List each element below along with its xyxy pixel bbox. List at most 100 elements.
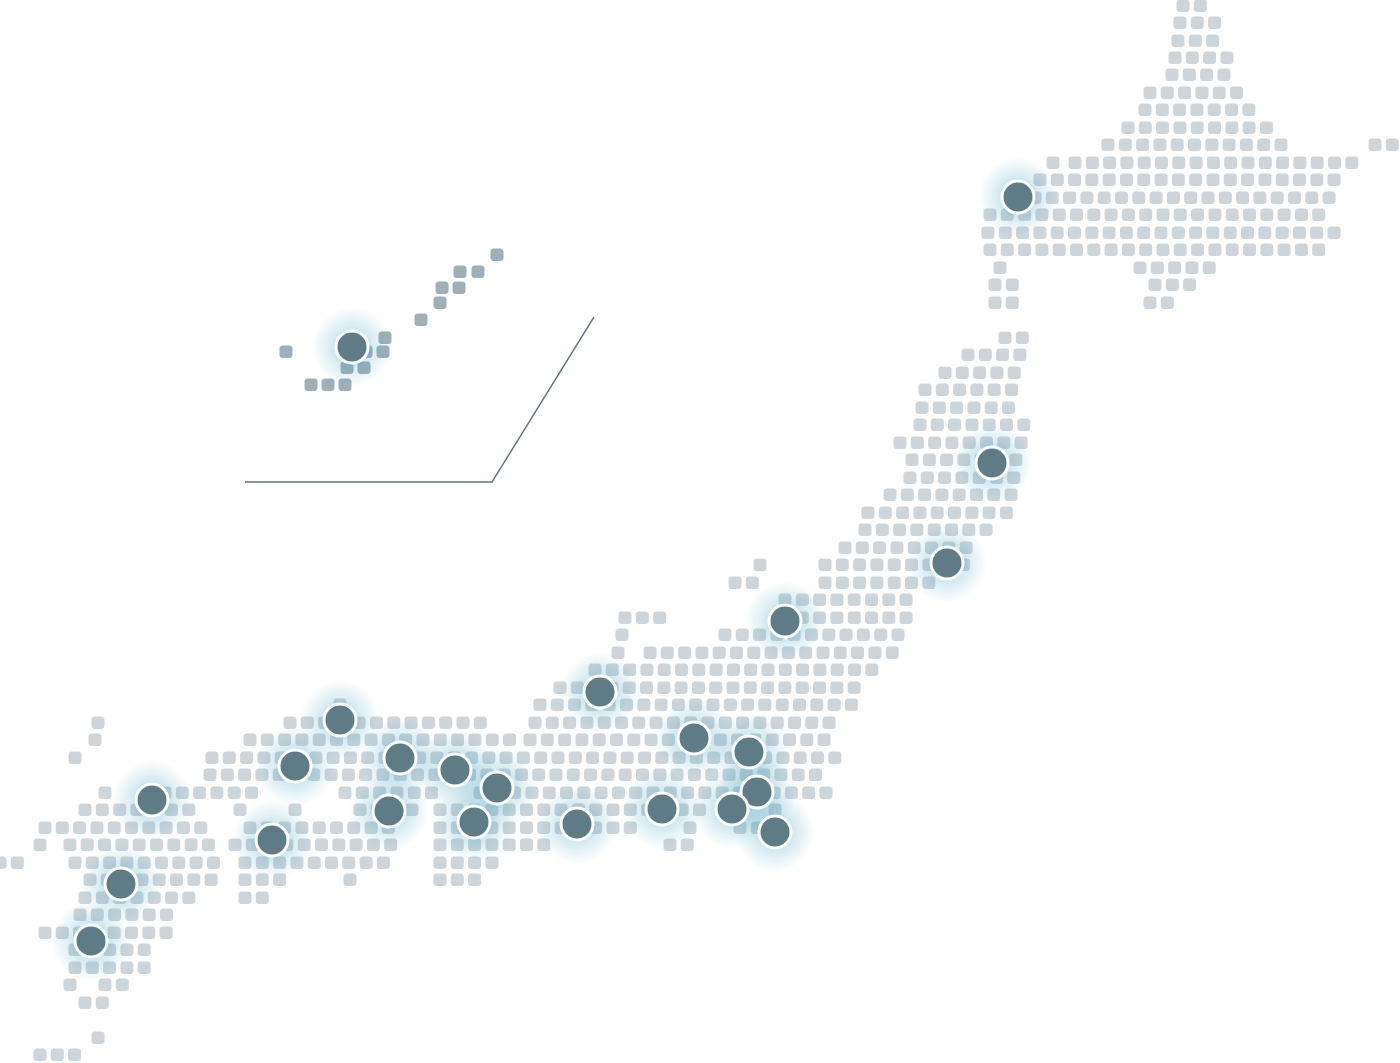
- map-dot: [485, 856, 499, 869]
- location-marker[interactable]: [767, 603, 803, 639]
- map-dot: [695, 646, 709, 659]
- map-dot: [1143, 296, 1157, 309]
- map-dot: [414, 313, 428, 326]
- map-dot: [899, 611, 913, 624]
- map-dot: [193, 786, 207, 799]
- map-dot: [918, 383, 932, 396]
- map-dot: [315, 838, 328, 851]
- map-dot: [955, 366, 969, 379]
- map-dot: [1305, 191, 1319, 204]
- map-dot: [1220, 51, 1234, 64]
- map-dot: [903, 471, 917, 484]
- map-dot: [1154, 173, 1168, 186]
- location-marker[interactable]: [582, 674, 618, 710]
- map-dot: [793, 698, 806, 711]
- location-marker[interactable]: [714, 791, 750, 827]
- map-dot: [1207, 103, 1221, 116]
- map-dot: [1327, 173, 1341, 186]
- map-dot: [452, 281, 466, 294]
- map-dot: [896, 506, 910, 519]
- map-dot: [847, 681, 861, 694]
- map-dot: [1070, 208, 1083, 221]
- location-marker[interactable]: [1000, 179, 1036, 215]
- map-dot: [640, 663, 654, 676]
- location-marker[interactable]: [974, 445, 1010, 481]
- location-marker[interactable]: [371, 793, 407, 829]
- location-marker[interactable]: [382, 740, 418, 776]
- map-dot: [809, 768, 822, 781]
- location-marker[interactable]: [479, 770, 515, 806]
- map-dot: [1165, 68, 1179, 81]
- location-marker[interactable]: [731, 734, 767, 770]
- map-dot: [1178, 86, 1192, 99]
- map-dot: [1160, 296, 1174, 309]
- location-marker[interactable]: [456, 804, 492, 840]
- map-dot: [747, 646, 761, 659]
- map-dot: [887, 558, 901, 571]
- map-dot: [802, 786, 816, 799]
- map-dot: [1258, 173, 1272, 186]
- map-dot: [1085, 156, 1099, 169]
- map-dot: [159, 926, 173, 939]
- location-marker[interactable]: [73, 923, 109, 959]
- map-dot: [1120, 156, 1134, 169]
- map-dot: [1132, 191, 1146, 204]
- map-dot: [874, 628, 888, 641]
- map-dot: [830, 611, 844, 624]
- location-marker[interactable]: [277, 748, 313, 784]
- location-marker[interactable]: [739, 774, 775, 810]
- map-dot: [1171, 173, 1185, 186]
- location-marker[interactable]: [134, 782, 170, 818]
- map-dot: [805, 716, 819, 729]
- map-dot: [987, 383, 1001, 396]
- map-dot: [858, 523, 872, 536]
- map-dot: [965, 506, 979, 519]
- map-dot: [1193, 0, 1207, 12]
- location-marker[interactable]: [103, 866, 139, 902]
- map-dot: [1156, 243, 1170, 256]
- map-dot: [433, 856, 447, 869]
- map-dot: [1212, 86, 1226, 99]
- map-dot: [433, 873, 447, 886]
- map-dot: [1013, 348, 1027, 361]
- map-dot: [990, 366, 1004, 379]
- location-marker[interactable]: [559, 806, 595, 842]
- map-dot: [1172, 156, 1186, 169]
- map-dot: [741, 698, 755, 711]
- location-marker[interactable]: [334, 329, 370, 365]
- map-dot: [115, 978, 129, 991]
- map-dot: [1195, 86, 1209, 99]
- map-dot: [528, 716, 542, 729]
- map-dot: [332, 838, 346, 851]
- map-dot: [910, 436, 924, 449]
- map-dot: [882, 593, 896, 606]
- location-marker[interactable]: [437, 752, 473, 788]
- map-dot: [68, 1048, 82, 1061]
- location-marker[interactable]: [644, 791, 680, 827]
- location-marker[interactable]: [676, 720, 712, 756]
- map-dot: [142, 926, 156, 939]
- location-marker[interactable]: [322, 702, 358, 738]
- map-dot: [1155, 103, 1169, 116]
- map-dot: [1241, 226, 1254, 239]
- map-dot: [10, 856, 24, 869]
- location-marker[interactable]: [929, 545, 965, 581]
- map-dot: [503, 733, 516, 746]
- map-dot: [743, 681, 757, 694]
- map-dot: [984, 401, 998, 414]
- map-dot: [948, 506, 961, 519]
- inset-divider-line: [245, 316, 595, 483]
- map-dot: [1156, 121, 1170, 134]
- location-marker[interactable]: [254, 822, 290, 858]
- map-dot: [657, 663, 671, 676]
- map-dot: [952, 488, 966, 501]
- map-dot: [1200, 68, 1214, 81]
- map-dot: [983, 243, 997, 256]
- map-dot: [1203, 51, 1217, 64]
- map-dot: [1133, 261, 1147, 274]
- map-dot: [618, 768, 632, 781]
- map-dot: [620, 751, 634, 764]
- map-dot: [1097, 191, 1111, 204]
- location-marker[interactable]: [757, 814, 793, 850]
- map-dot: [1068, 173, 1082, 186]
